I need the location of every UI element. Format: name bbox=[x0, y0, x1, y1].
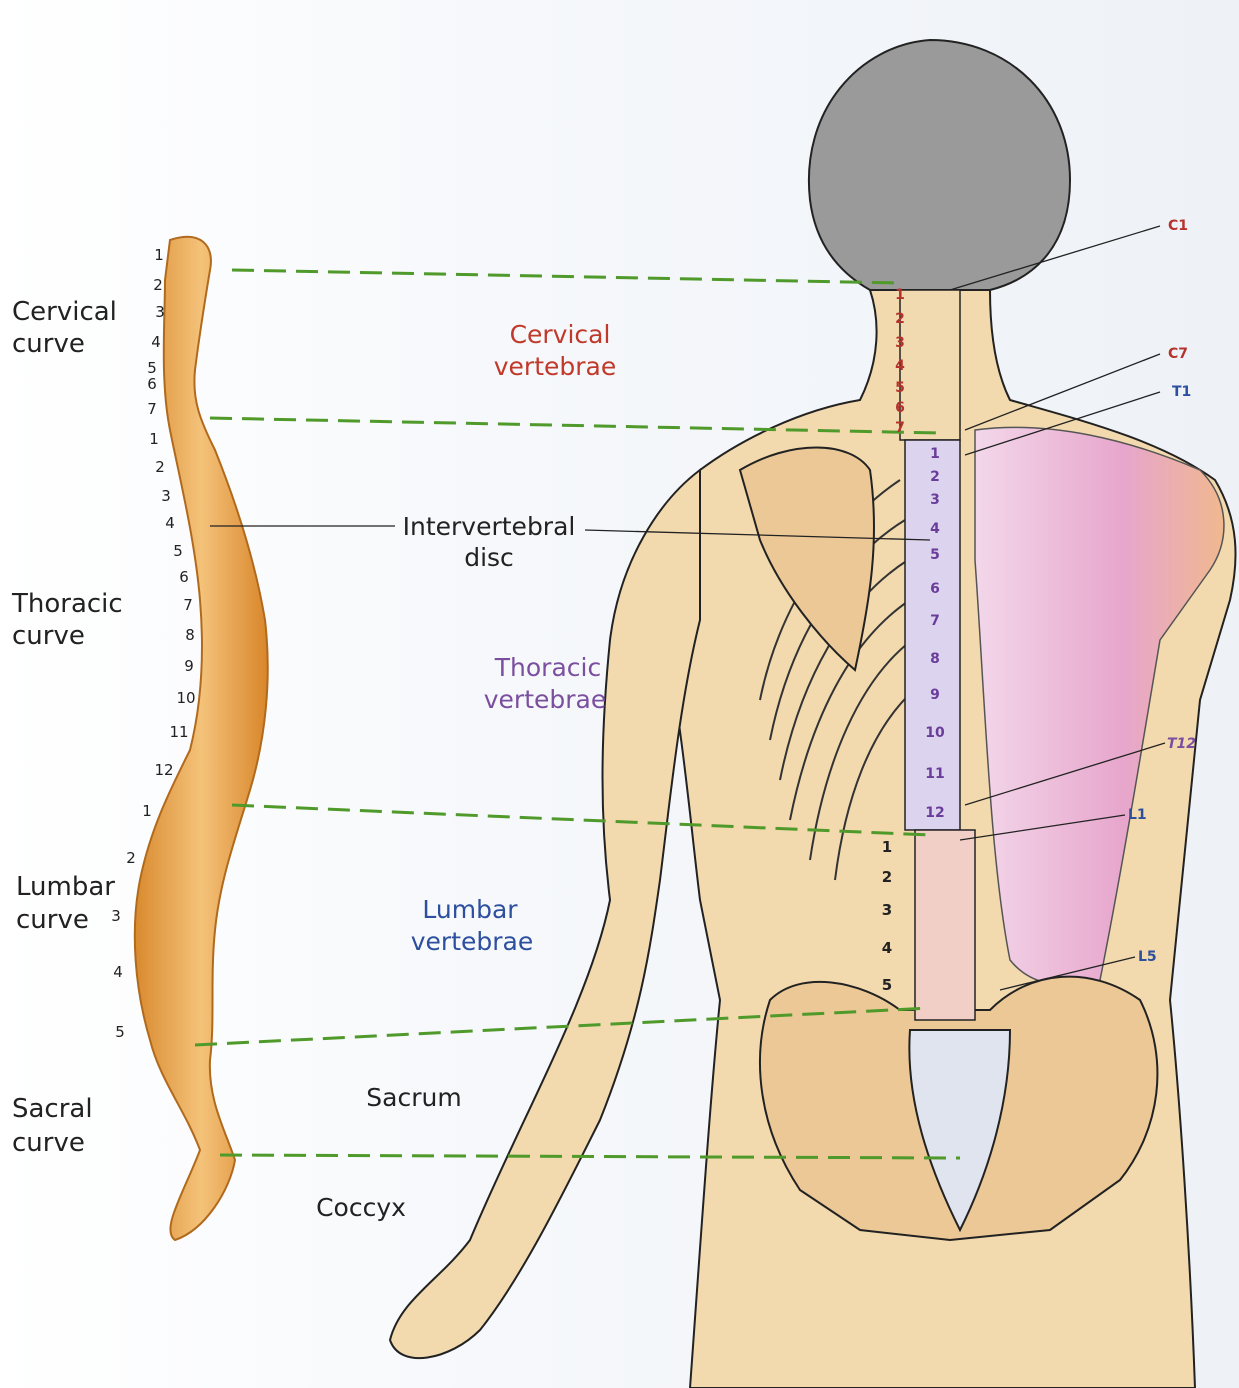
back-cervical-2: 2 bbox=[895, 311, 905, 327]
connector-line-1 bbox=[232, 270, 900, 283]
marker-c1: C1 bbox=[1168, 218, 1188, 234]
back-thoracic-10: 10 bbox=[925, 725, 945, 741]
curve-labels: Cervical curve Thoracic curve Lumbar cur… bbox=[11, 297, 123, 1158]
lateral-lumbar-1: 1 bbox=[142, 802, 152, 820]
intervertebral-disc-label: Intervertebral bbox=[403, 512, 576, 541]
back-thoracic-2: 2 bbox=[930, 469, 940, 485]
thoracic-curve-label-2: curve bbox=[12, 621, 85, 651]
lateral-thoracic-9: 9 bbox=[184, 657, 194, 675]
back-cervical-7: 7 bbox=[895, 420, 905, 436]
lateral-thoracic-7: 7 bbox=[183, 596, 193, 614]
back-cervical-1: 1 bbox=[895, 287, 905, 303]
back-thoracic-4: 4 bbox=[930, 521, 940, 537]
marker-c7: C7 bbox=[1168, 346, 1188, 362]
thoracic-vertebrae-label-2: vertebrae bbox=[484, 685, 607, 714]
lateral-thoracic-3: 3 bbox=[161, 487, 171, 505]
coccyx-label: Coccyx bbox=[316, 1193, 406, 1222]
lumbar-vertebrae-label-2: vertebrae bbox=[411, 927, 534, 956]
back-thoracic-7: 7 bbox=[930, 613, 940, 629]
cervical-vertebrae-label: Cervical bbox=[510, 320, 611, 349]
back-cervical-4: 4 bbox=[895, 358, 905, 374]
intervertebral-disc-label-2: disc bbox=[464, 543, 514, 572]
back-thoracic-1: 1 bbox=[930, 446, 940, 462]
back-thoracic-9: 9 bbox=[930, 687, 940, 703]
lateral-lumbar-5: 5 bbox=[115, 1023, 125, 1041]
lateral-cervical-2: 2 bbox=[153, 276, 163, 294]
lateral-thoracic-10: 10 bbox=[176, 689, 195, 707]
lateral-lumbar-4: 4 bbox=[113, 963, 123, 981]
back-thoracic-3: 3 bbox=[930, 492, 940, 508]
back-lumbar-3: 3 bbox=[882, 901, 892, 919]
back-lumbar-1: 1 bbox=[882, 838, 892, 856]
lateral-lumbar-3: 3 bbox=[111, 907, 121, 925]
lateral-cervical-4: 4 bbox=[151, 333, 161, 351]
sacral-curve-label: Sacral bbox=[12, 1094, 93, 1124]
marker-l5: L5 bbox=[1138, 949, 1157, 965]
thoracic-curve-label: Thoracic bbox=[11, 589, 123, 619]
lateral-thoracic-4: 4 bbox=[165, 514, 175, 532]
back-cervical-6: 6 bbox=[895, 400, 905, 416]
lateral-thoracic-5: 5 bbox=[173, 542, 183, 560]
lateral-thoracic-12: 12 bbox=[154, 761, 173, 779]
lateral-thoracic-8: 8 bbox=[185, 626, 195, 644]
lateral-cervical-6: 6 bbox=[147, 375, 157, 393]
back-thoracic-12: 12 bbox=[925, 805, 944, 821]
back-thoracic-8: 8 bbox=[930, 651, 940, 667]
lateral-cervical-7: 7 bbox=[147, 400, 157, 418]
thoracic-vertebrae-label: Thoracic bbox=[494, 653, 601, 682]
marker-t12: T12 bbox=[1167, 736, 1196, 752]
lateral-thoracic-1: 1 bbox=[149, 430, 159, 448]
lateral-lumbar-2: 2 bbox=[126, 849, 136, 867]
marker-l1: L1 bbox=[1128, 807, 1147, 823]
back-cervical-3: 3 bbox=[895, 335, 905, 351]
lateral-thoracic-2: 2 bbox=[155, 458, 165, 476]
back-lumbar-5: 5 bbox=[882, 976, 892, 994]
cervical-vertebrae-label-2: vertebrae bbox=[494, 352, 617, 381]
sacral-curve-label-2: curve bbox=[12, 1128, 85, 1158]
lateral-cervical-1: 1 bbox=[154, 246, 164, 264]
back-lumbar-4: 4 bbox=[882, 939, 892, 957]
lateral-thoracic-6: 6 bbox=[179, 568, 189, 586]
cervical-curve-label-2: curve bbox=[12, 329, 85, 359]
back-thoracic-5: 5 bbox=[930, 547, 940, 563]
back-thoracic-6: 6 bbox=[930, 581, 940, 597]
head bbox=[809, 40, 1070, 290]
sacrum-label: Sacrum bbox=[366, 1083, 461, 1112]
cervical-curve-label: Cervical bbox=[12, 297, 117, 327]
lumbar-curve-label: Lumbar bbox=[16, 872, 115, 902]
back-thoracic-11: 11 bbox=[925, 766, 944, 782]
lateral-cervical-3: 3 bbox=[155, 303, 165, 321]
lumbar-curve-label-2: curve bbox=[16, 905, 89, 935]
back-cervical-5: 5 bbox=[895, 380, 905, 396]
lateral-thoracic-11: 11 bbox=[169, 723, 188, 741]
back-lumbar-2: 2 bbox=[882, 868, 892, 886]
lumbar-vertebrae-label: Lumbar bbox=[422, 895, 518, 924]
marker-t1: T1 bbox=[1172, 384, 1191, 400]
